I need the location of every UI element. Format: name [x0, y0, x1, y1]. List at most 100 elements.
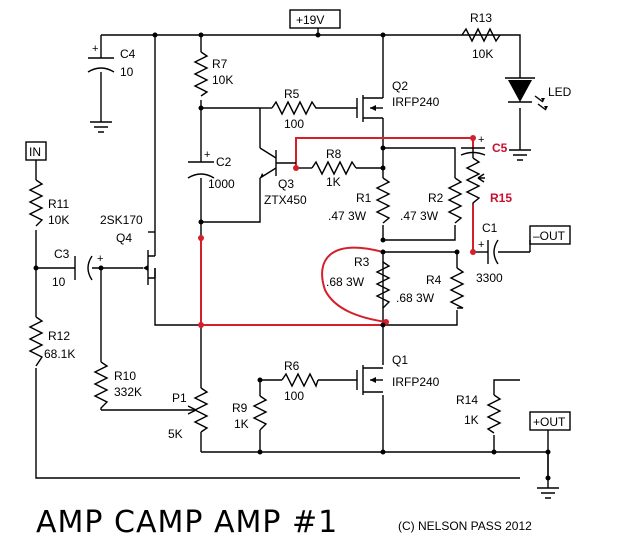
- mosfet-q1: [356, 365, 383, 395]
- resistor-r6: [281, 372, 319, 388]
- r11-value: 10K: [48, 213, 69, 227]
- resistor-r11: [28, 179, 44, 227]
- r7-value: 10K: [212, 73, 233, 87]
- capacitor-c2: +: [187, 149, 215, 179]
- q2-name: Q2: [392, 79, 408, 93]
- r13-name: R13: [470, 11, 492, 25]
- q4-value: 2SK170: [100, 213, 143, 227]
- led: [505, 77, 548, 111]
- r1-value: .47 3W: [328, 209, 367, 223]
- jfet-q4: [143, 232, 156, 285]
- c3-name: C3: [54, 247, 70, 261]
- r6-name: R6: [284, 359, 300, 373]
- potentiometer-p1: [193, 387, 209, 433]
- copyright-text: (C) NELSON PASS 2012: [398, 519, 532, 533]
- q3-name: Q3: [278, 177, 294, 191]
- p1-name: P1: [172, 391, 187, 405]
- resistor-r7: [193, 51, 209, 97]
- transistors: [143, 95, 384, 395]
- diagram-title: AMP CAMP AMP #1: [36, 505, 338, 540]
- c1-value: 3300: [476, 271, 503, 285]
- r8-value: 1K: [326, 175, 341, 189]
- resistor-r14: [486, 394, 502, 434]
- r12-value: 68.1K: [44, 347, 75, 361]
- r2-name: R2: [428, 191, 444, 205]
- r5-value: 100: [284, 117, 304, 131]
- plus-out-box: [529, 411, 571, 431]
- r3-value: .68 3W: [326, 275, 365, 289]
- supply-label: +19V: [296, 13, 324, 27]
- minus-out-label: –OUT: [533, 229, 566, 243]
- svg-text:+: +: [478, 134, 484, 146]
- ground-led: [509, 149, 531, 161]
- q1-name: Q1: [392, 353, 408, 367]
- ground-symbols: [90, 121, 559, 499]
- junction-dots: [33, 32, 551, 481]
- supply-box: [289, 9, 341, 29]
- c1-name: C1: [482, 221, 498, 235]
- q2-value: IRFP240: [392, 95, 440, 109]
- c4-name: C4: [120, 47, 136, 61]
- resistors: [28, 27, 502, 434]
- capacitor-c3: +: [74, 253, 103, 281]
- r9-value: 1K: [234, 417, 249, 431]
- trimmer-r15: [465, 157, 481, 205]
- terminals: +19V IN –OUT +OUT: [25, 9, 571, 431]
- in-label: IN: [29, 145, 41, 159]
- svg-text:+: +: [478, 239, 484, 251]
- resistor-r13: [461, 27, 501, 43]
- ground-main: [537, 487, 559, 499]
- resistor-r2: [447, 177, 463, 224]
- capacitors: + + + + +: [74, 43, 499, 281]
- labels: R13 10K LED C4 10 R7 10K R5 100 Q2 IRFP2…: [44, 11, 572, 441]
- ground-c4: [90, 121, 112, 133]
- resistor-r9: [252, 395, 268, 431]
- r12-name: R12: [48, 329, 70, 343]
- svg-text:+: +: [97, 253, 103, 265]
- r9-name: R9: [232, 401, 248, 415]
- resistor-r1: [375, 177, 391, 224]
- resistor-r12: [28, 316, 44, 367]
- r15-name: R15: [490, 191, 512, 205]
- capacitor-c4: +: [87, 43, 115, 73]
- r4-name: R4: [426, 273, 442, 287]
- resistor-r10: [93, 361, 109, 410]
- r8-name: R8: [326, 147, 342, 161]
- r10-value: 332K: [114, 385, 142, 399]
- svg-text:+: +: [204, 149, 210, 161]
- r1-name: R1: [356, 191, 372, 205]
- r3-name: R3: [354, 255, 370, 269]
- r5-name: R5: [284, 87, 300, 101]
- r6-value: 100: [284, 389, 304, 403]
- p1-value: 5K: [168, 427, 183, 441]
- in-box: [25, 141, 47, 161]
- c5-name: C5: [492, 141, 508, 155]
- r14-value: 1K: [464, 413, 479, 427]
- capacitor-c5: +: [460, 134, 486, 156]
- r10-name: R10: [114, 369, 136, 383]
- minus-out-box: [529, 225, 571, 245]
- r2-value: .47 3W: [400, 209, 439, 223]
- bjt-q3: [259, 147, 296, 179]
- r11-name: R11: [48, 197, 69, 211]
- led-label: LED: [548, 85, 572, 99]
- r7-name: R7: [212, 57, 228, 71]
- q1-value: IRFP240: [392, 375, 440, 389]
- capacitor-c1: +: [478, 239, 499, 265]
- q4-name: Q4: [116, 231, 132, 245]
- resistor-r3: [375, 261, 391, 309]
- svg-text:+: +: [92, 43, 98, 55]
- q3-value: ZTX450: [264, 193, 307, 207]
- modification-wires: [198, 135, 476, 328]
- r14-name: R14: [456, 393, 478, 407]
- plus-out-label: +OUT: [533, 415, 566, 429]
- mosfet-q2: [356, 95, 384, 122]
- c3-value: 10: [52, 275, 66, 289]
- r13-value: 10K: [472, 47, 493, 61]
- c2-value: 1000: [208, 177, 235, 191]
- c2-name: C2: [216, 155, 232, 169]
- c4-value: 10: [120, 65, 134, 79]
- resistor-r5: [271, 100, 318, 116]
- r4-value: .68 3W: [396, 291, 435, 305]
